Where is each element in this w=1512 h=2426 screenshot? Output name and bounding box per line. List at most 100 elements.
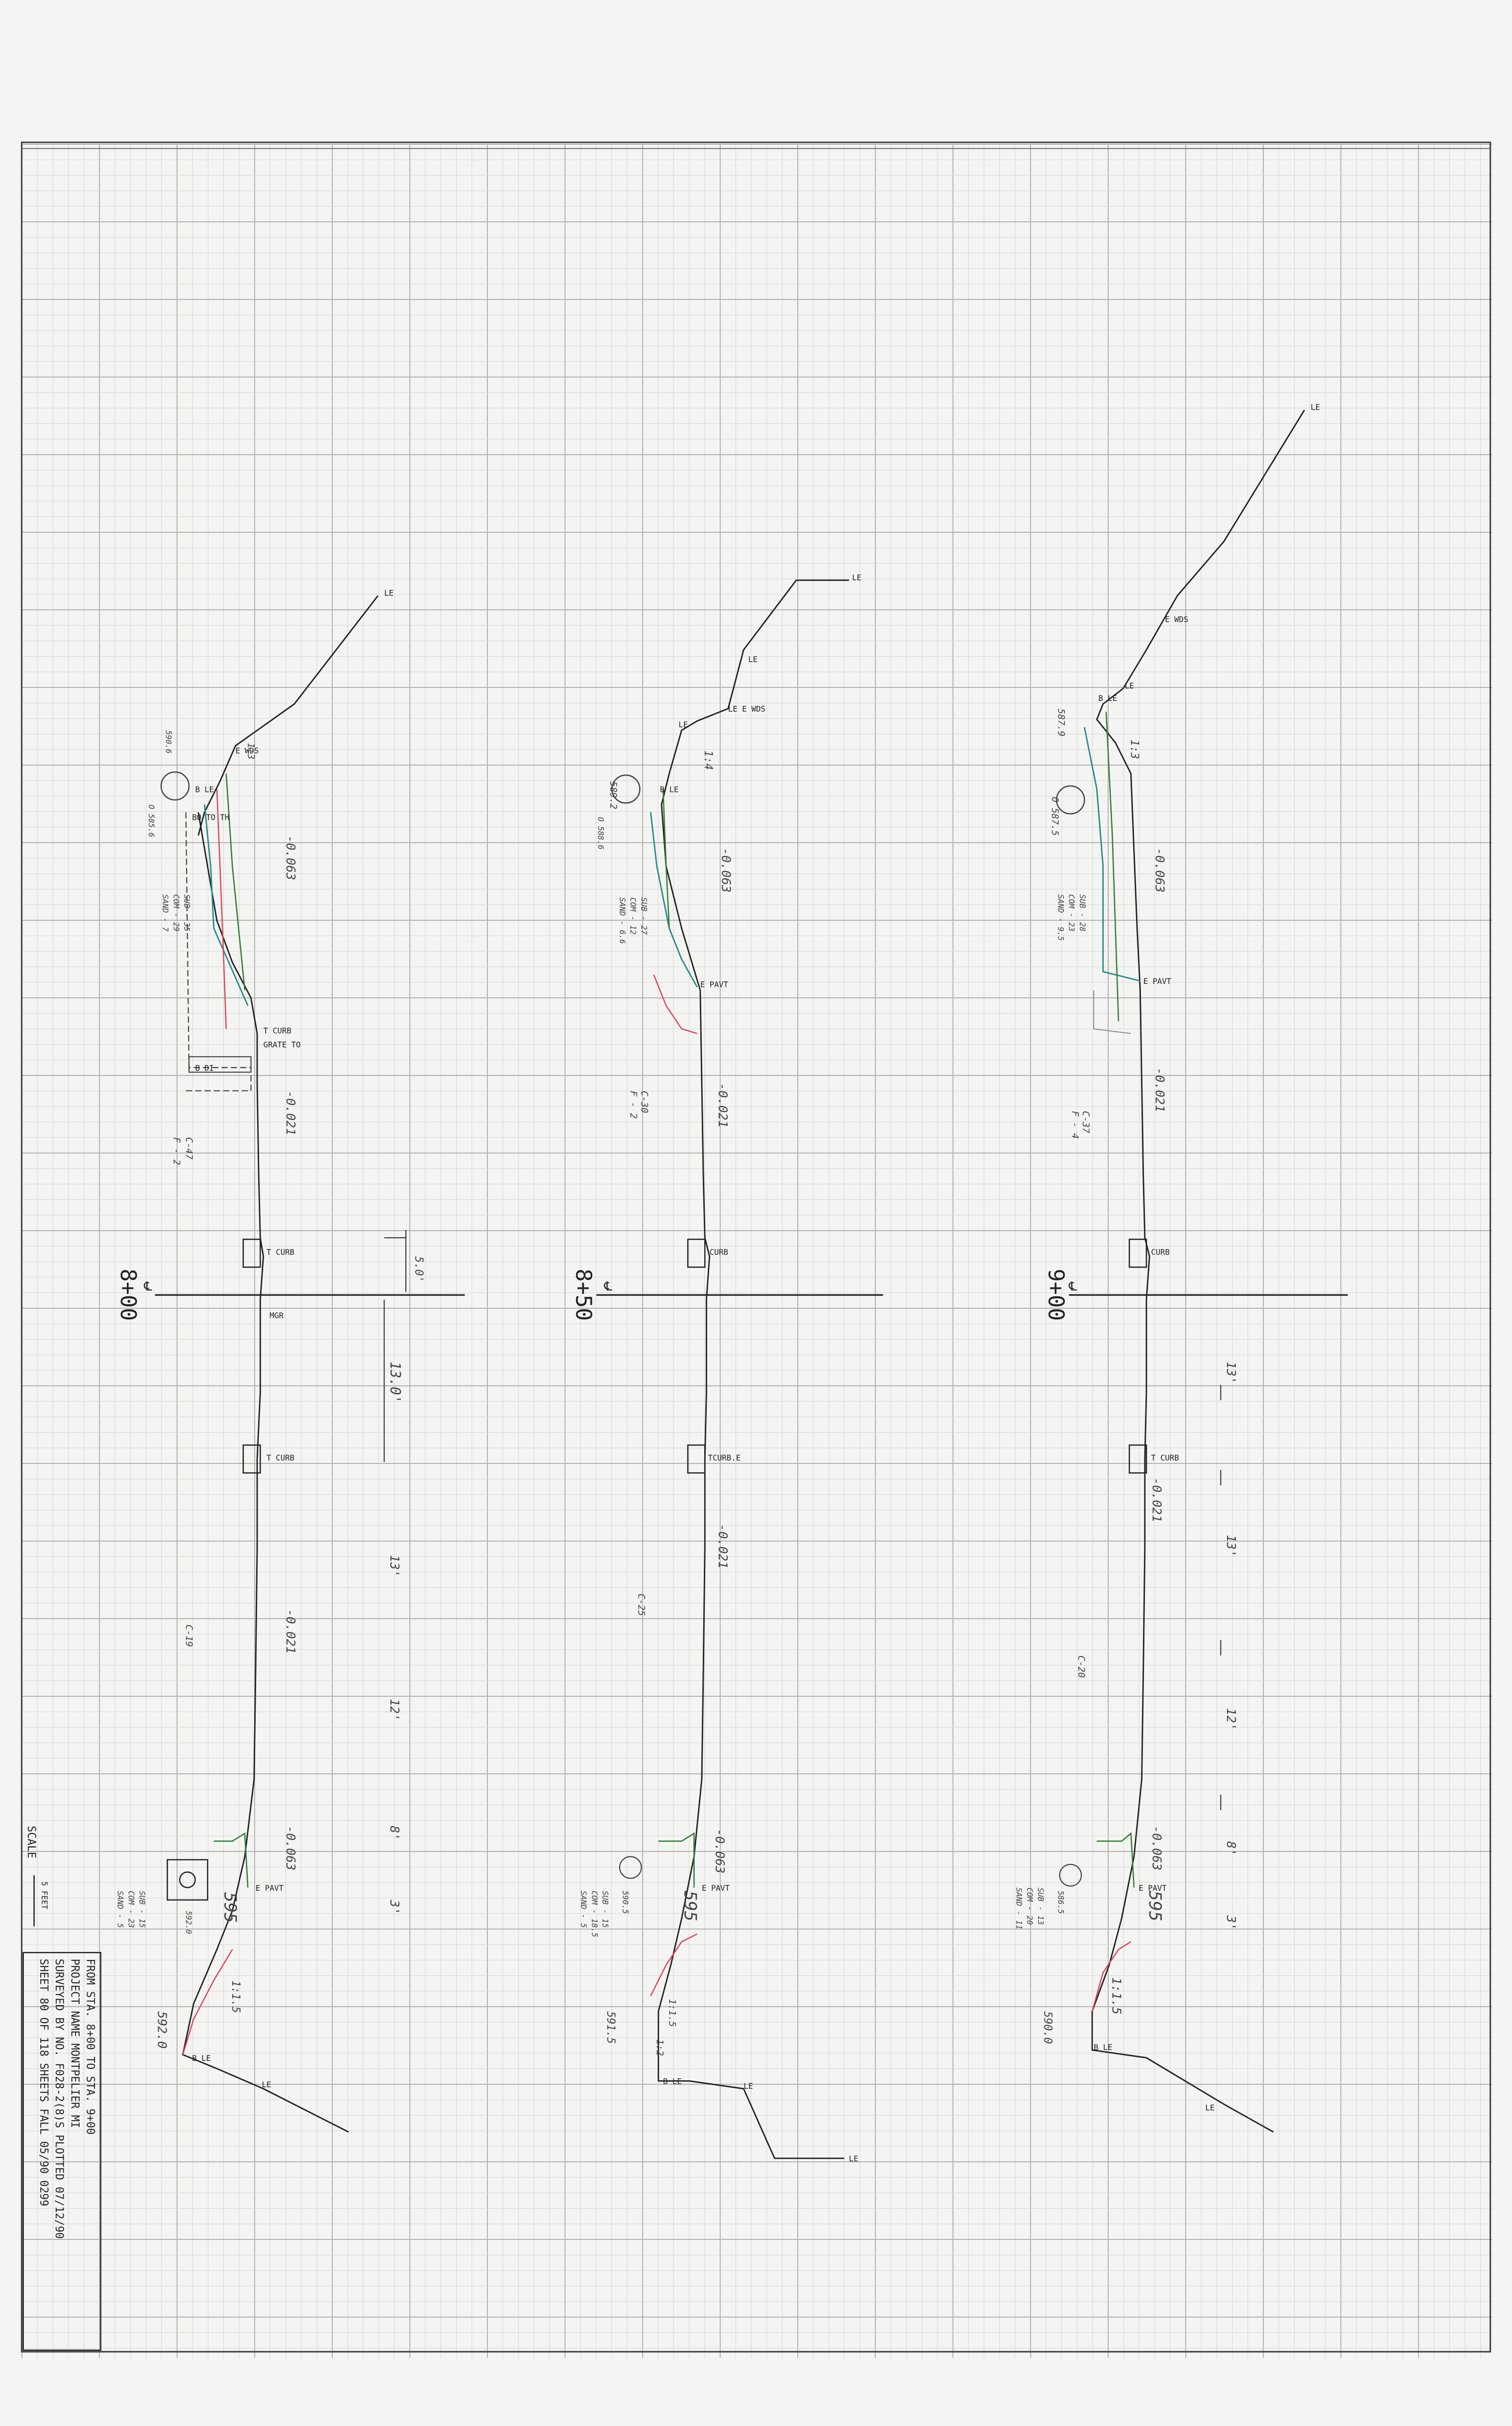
hw-dim-5: 3'	[1224, 1915, 1238, 1931]
teal-line	[203, 804, 249, 1006]
hw-grade-4: -0.063	[713, 1829, 727, 1873]
hw-dim-3: 12'	[1224, 1708, 1238, 1731]
hw-sand: SAND - 6.6	[618, 897, 627, 944]
label-le-bottom: LE	[262, 2080, 271, 2089]
green-line	[662, 789, 670, 929]
hw-com: COM - 12	[629, 897, 638, 935]
scale-unit: 5 FEET	[40, 1881, 49, 1909]
hw-cut: C-47	[184, 1137, 194, 1160]
hw-grade-3: -0.021	[284, 1609, 298, 1654]
hw-slope-b: 1:1.5	[667, 1999, 677, 2027]
curb-box-1	[242, 1239, 261, 1268]
label-le-3: LE	[678, 720, 688, 729]
hw-grade-2: -0.021	[284, 1091, 298, 1136]
label-ble: B LE	[1098, 694, 1117, 703]
green-bottom	[1097, 1832, 1135, 1888]
hw-fill: F - 2	[628, 1091, 639, 1119]
hw-c25: C-25	[636, 1594, 646, 1616]
profile-line	[182, 1033, 349, 2133]
curb-box-2	[1129, 1444, 1147, 1474]
label-le-2: LE	[748, 655, 757, 664]
label-ble: B LE	[195, 785, 213, 794]
hw-595: 595	[1145, 1891, 1165, 1922]
hw-elev-left: O 585.6	[147, 804, 156, 837]
hw-dim-3: 13'	[387, 1555, 402, 1577]
grey-line	[1093, 990, 1131, 1034]
label-ble-bottom: B LE	[663, 2077, 681, 2086]
hw-c19: C-19	[184, 1625, 194, 1647]
hw-sand: SAND - 9.5	[1056, 894, 1065, 941]
hw-c20: C-20	[1076, 1655, 1086, 1678]
hw-sub-b: SUB - 15	[601, 1891, 610, 1928]
hw-cut: C-37	[1080, 1111, 1091, 1134]
inlet-circle	[179, 1871, 196, 1888]
hw-elev-b: 586.5	[1056, 1891, 1065, 1914]
hw-slope-b: 1:1.5	[1109, 1977, 1124, 2015]
ground-line-top	[661, 579, 849, 991]
label-le: LE	[852, 573, 861, 582]
hw-sand-b: SAND - 5	[116, 1891, 125, 1928]
label-grate: GRATE TO	[264, 1041, 301, 1050]
hw-sand: SAND - 7	[161, 894, 170, 932]
hw-elev-b2: 591.5	[604, 2011, 617, 2043]
hw-dim-4: 12'	[387, 1699, 402, 1721]
hw-grade-1: -0.063	[284, 836, 298, 880]
title-block: FROM STA. 8+00 TO STA. 9+00 PROJECT NAME…	[22, 1951, 101, 2351]
hw-cut: C-30	[639, 1091, 650, 1113]
cl-mark: ℄	[1068, 1279, 1077, 1293]
station-label: 8+50	[571, 1268, 596, 1321]
red-bottom	[182, 1949, 233, 2055]
profile-line	[658, 990, 845, 2159]
label-epavt: E PAVT	[256, 1884, 284, 1893]
hw-grade-1: -0.063	[1153, 848, 1167, 892]
green-line	[1105, 711, 1120, 1021]
cl-mark: ℄	[144, 1279, 152, 1293]
sheet-border	[21, 141, 1491, 2353]
hw-sand-b: SAND - 5	[579, 1891, 588, 1928]
hw-elev-b2: 592.0	[155, 2011, 170, 2048]
label-epavt: E PAVT	[1143, 977, 1171, 986]
hw-slope-top: 1:4	[702, 751, 714, 770]
hw-grade-2: -0.021	[1153, 1067, 1167, 1112]
section-9-00: 9+00 ℄ LE E WDS LE B LE E PAVT CURB T CU…	[1014, 403, 1348, 2133]
hw-com-b: COM - 18.5	[590, 1891, 599, 1938]
label-le-bottom: LE	[744, 2082, 753, 2091]
hw-595: 595	[680, 1891, 700, 1922]
hw-com-b: COM - 20	[1025, 1888, 1034, 1925]
scale-label: SCALE	[25, 1826, 37, 1858]
title-row-2: PROJECT NAME MONTPELIER MI	[68, 1959, 81, 2128]
label-le: LE	[384, 588, 393, 597]
hw-dim-6: 3'	[387, 1899, 402, 1915]
hw-elev-top: 587.9	[1055, 709, 1066, 737]
ref-circle	[611, 775, 641, 804]
label-le-wds: LE E WDS	[728, 705, 765, 714]
ditch-line	[197, 812, 258, 1034]
hw-slope-top: 1:3	[1128, 740, 1140, 759]
hw-fill: F - 4	[1069, 1111, 1080, 1139]
title-row-1: FROM STA. 8+00 TO STA. 9+00	[84, 1959, 96, 2135]
hw-sub: SUB - 35	[183, 894, 191, 932]
hw-grade-3: -0.021	[1149, 1477, 1164, 1522]
label-tcurb: T CURB	[1151, 1454, 1179, 1462]
curb-box-1	[1129, 1239, 1147, 1268]
label-tcurb: T CURB	[264, 1027, 291, 1036]
label-curb: CURB	[710, 1248, 728, 1257]
red-line	[653, 974, 697, 1034]
hw-dim-5: 8'	[387, 1826, 402, 1841]
hw-elev-b: 590.5	[621, 1891, 630, 1914]
profile-line	[1091, 990, 1274, 2133]
hw-grade-1: -0.063	[719, 848, 733, 892]
label-le-bottom-2: LE	[849, 2154, 858, 2163]
hw-elev-top: 589.2	[608, 781, 618, 809]
hw-dim-1: 13'	[1224, 1361, 1238, 1384]
ground-line-top	[197, 595, 379, 836]
label-le-bottom: LE	[1205, 2104, 1215, 2113]
hw-dim-2: 13'	[1224, 1535, 1238, 1557]
label-le: LE	[1311, 403, 1320, 412]
label-curb: CURB	[1151, 1248, 1169, 1257]
hw-com: COM - 29	[172, 894, 181, 932]
label-mgr: MGR	[270, 1311, 284, 1320]
label-epavt-bottom: E PAVT	[1138, 1884, 1166, 1893]
